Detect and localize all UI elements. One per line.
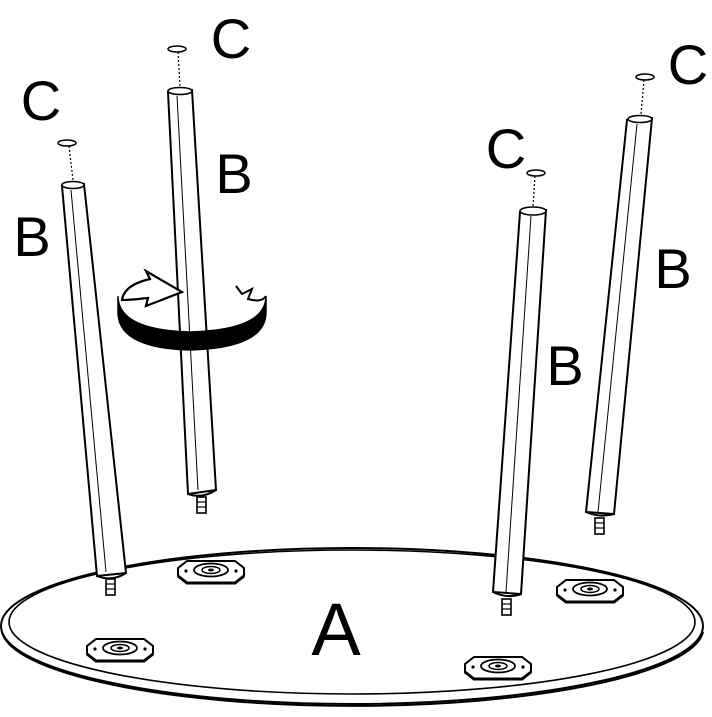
label-cap-2: C (211, 7, 251, 70)
leg-b-1 (57, 139, 128, 596)
rotate-clockwise-icon (117, 268, 267, 351)
label-cap-4: C (668, 33, 708, 96)
label-cap-1: C (21, 69, 61, 132)
label-tabletop: A (311, 588, 361, 671)
mounting-plate (555, 578, 625, 604)
leg-b-4 (584, 73, 655, 535)
label-leg-2: B (215, 142, 252, 205)
leg-b-3 (491, 169, 548, 616)
label-cap-3: C (486, 117, 526, 180)
mounting-plate (176, 559, 246, 585)
mounting-plate (85, 637, 155, 663)
label-leg-4: B (654, 237, 691, 300)
label-leg-1: B (13, 205, 50, 268)
label-leg-3: B (546, 334, 583, 397)
leg-b-2 (166, 45, 218, 514)
mounting-plate (463, 655, 533, 681)
